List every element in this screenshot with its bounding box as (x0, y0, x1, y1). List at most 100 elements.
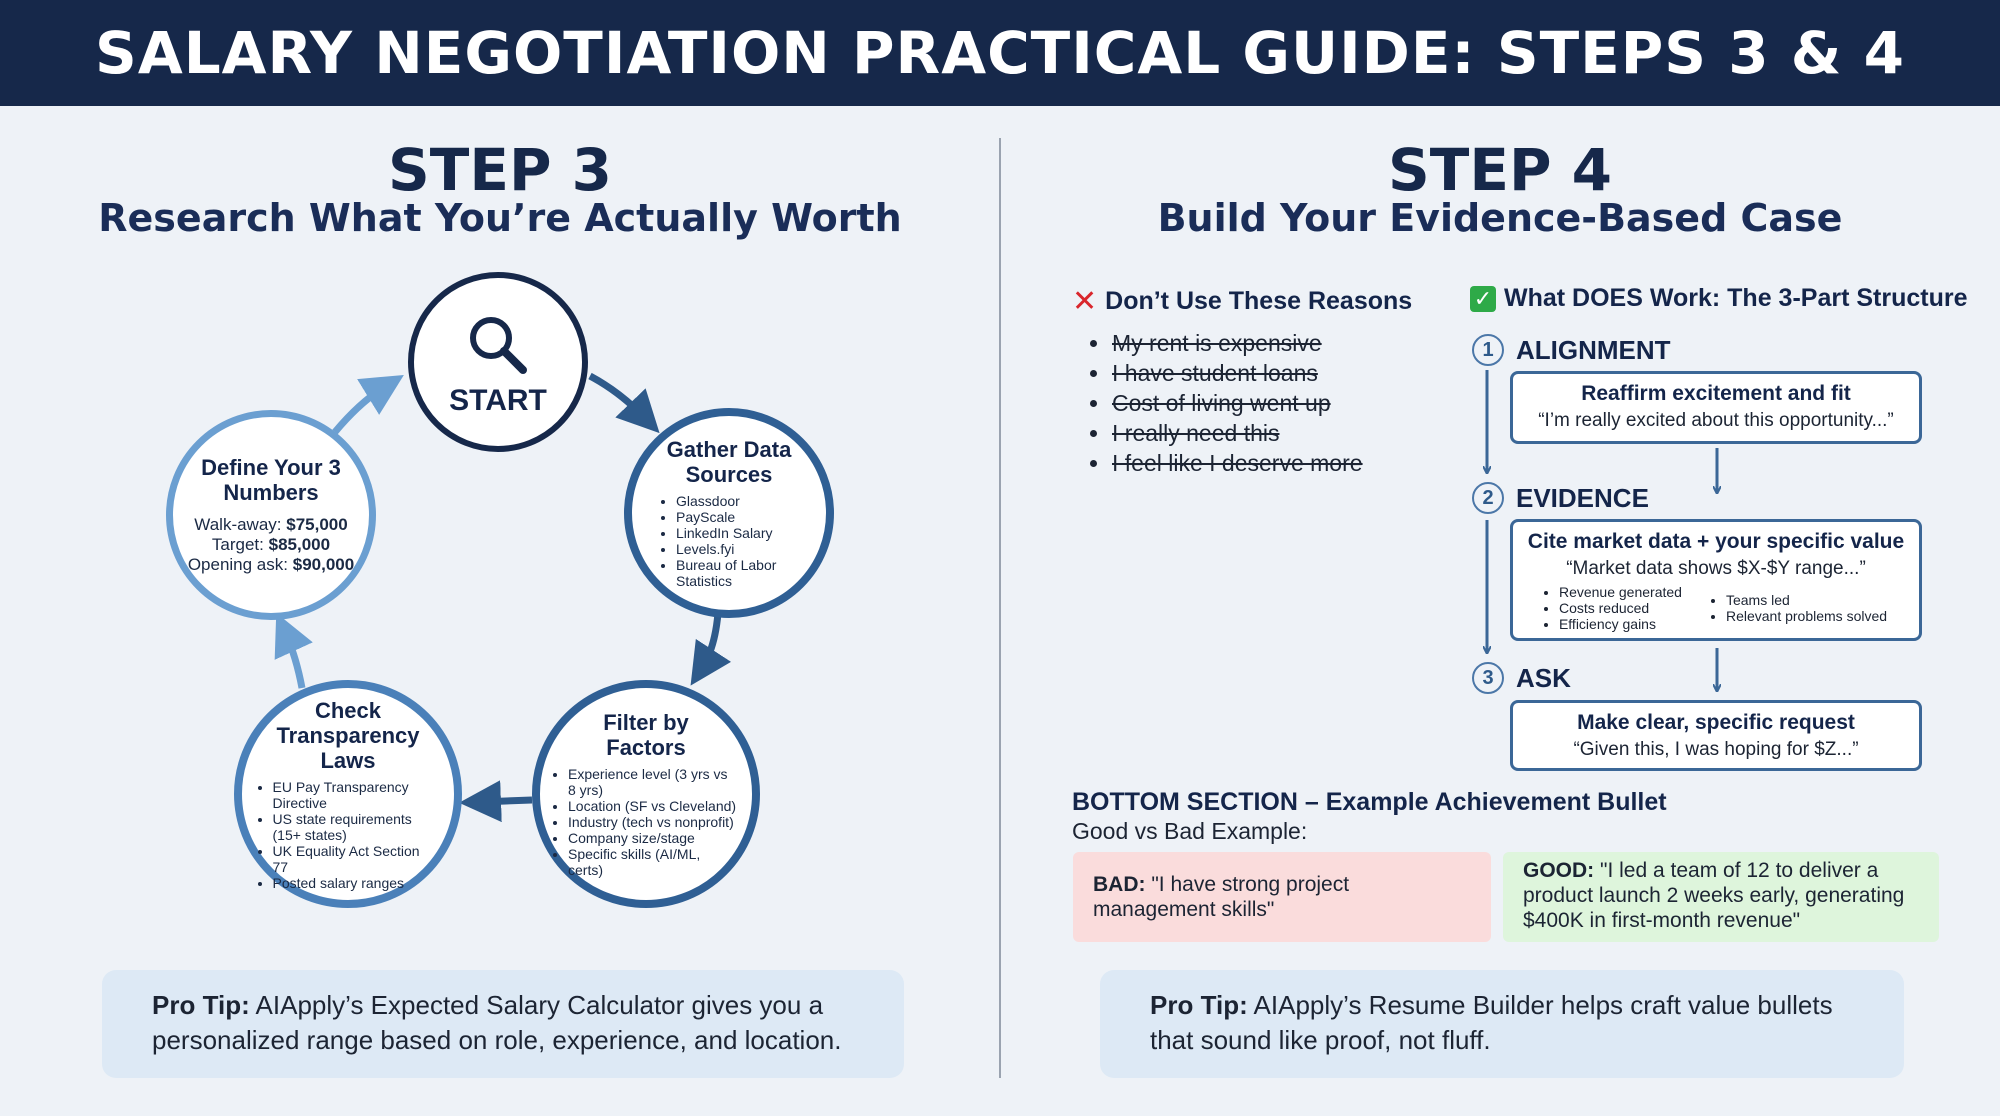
start-node: START (408, 272, 588, 452)
dont-list: My rent is expensive I have student loan… (1072, 328, 1363, 478)
step4-tip-label: Pro Tip: (1150, 990, 1248, 1020)
good-example: GOOD: "I led a team of 12 to deliver a p… (1503, 852, 1939, 942)
dont-item: I have student loans (1090, 358, 1363, 388)
bad-example: BAD: "I have strong project management s… (1073, 852, 1491, 942)
gather-item: LinkedIn Salary (676, 525, 796, 541)
arrow-define-to-start (332, 374, 404, 435)
dont-item: Cost of living went up (1090, 388, 1363, 418)
check-mark-icon: ✓ (1470, 285, 1496, 312)
step4-tip-text: AIApply’s Resume Builder helps craft val… (1150, 990, 1833, 1055)
gather-item: Levels.fyi (676, 541, 796, 557)
good-label: GOOD: (1523, 859, 1595, 882)
step3-tip-text: AIApply’s Expected Salary Calculator giv… (152, 990, 842, 1055)
check-item: EU Pay Transparency Directive (273, 779, 438, 811)
arrow-gather-to-filter (690, 612, 732, 686)
gather-item: PayScale (676, 509, 796, 525)
bottom-section-title: BOTTOM SECTION – Example Achievement Bul… (1072, 788, 1667, 816)
define-numbers: Walk-away: $75,000 Target: $85,000 Openi… (188, 515, 354, 575)
x-mark-icon: ✕ (1072, 285, 1098, 318)
dont-item: I feel like I deserve more (1090, 448, 1363, 478)
gather-list: Glassdoor PayScale LinkedIn Salary Level… (662, 493, 796, 589)
dont-heading-text: Don’t Use These Reasons (1105, 287, 1413, 315)
evidence-item: Efficiency gains (1559, 616, 1682, 632)
part-label-text: ASK (1516, 662, 1571, 693)
bottom-section-subtitle: Good vs Bad Example: (1072, 818, 1308, 844)
evidence-title: Cite market data + your specific value (1527, 530, 1905, 553)
part-label-text: ALIGNMENT (1516, 334, 1671, 365)
filter-item: Industry (tech vs nonprofit) (568, 814, 738, 830)
page-title: SALARY NEGOTIATION PRACTICAL GUIDE: STEP… (95, 19, 1905, 87)
define-title: Define Your 3 Numbers (201, 455, 341, 505)
step4-number: STEP 4 (1387, 136, 1612, 204)
dont-item: My rent is expensive (1090, 328, 1363, 358)
check-title: Check Transparency Laws (276, 697, 420, 773)
cycle-arrows (274, 372, 732, 823)
filter-node: Filter by Factors Experience level (3 yr… (532, 680, 760, 908)
alignment-quote: “I’m really excited about this opportuni… (1538, 410, 1894, 431)
part-ask-label: 3 ASK (1472, 662, 1571, 694)
check-node: Check Transparency Laws EU Pay Transpare… (234, 680, 462, 908)
opening-value: $90,000 (292, 555, 355, 574)
search-icon (470, 317, 527, 374)
step3-number: STEP 3 (387, 136, 612, 204)
target-value: $85,000 (268, 535, 331, 554)
arrow-filter-to-check (459, 780, 533, 823)
define-node: Define Your 3 Numbers Walk-away: $75,000… (166, 410, 376, 620)
dont-item-text: I feel like I deserve more (1112, 450, 1363, 476)
filter-item: Specific skills (AI/ML, certs) (568, 846, 738, 878)
step4-pro-tip: Pro Tip: AIApply’s Resume Builder helps … (1100, 970, 1904, 1078)
step4-subtitle: Build Your Evidence-Based Case (1157, 196, 1843, 240)
evidence-box: Cite market data + your specific value “… (1510, 519, 1922, 641)
filter-item: Company size/stage (568, 830, 738, 846)
step3-tip-label: Pro Tip: (152, 990, 250, 1020)
step3-pro-tip: Pro Tip: AIApply’s Expected Salary Calcu… (102, 970, 904, 1078)
dont-item-text: Cost of living went up (1112, 390, 1331, 416)
check-item: Posted salary ranges (273, 875, 438, 891)
dont-heading: ✕ Don’t Use These Reasons (1072, 284, 1412, 319)
filter-list: Experience level (3 yrs vs 8 yrs) Locati… (554, 766, 738, 878)
bad-text: "I have strong project management skills… (1093, 873, 1350, 921)
bad-label: BAD: (1093, 873, 1146, 896)
start-label: START (449, 384, 547, 417)
part-label-text: EVIDENCE (1516, 482, 1649, 513)
evidence-quote: “Market data shows $X-$Y range...” (1566, 558, 1866, 579)
works-heading-text: What DOES Work: The 3-Part Structure (1504, 284, 1968, 312)
arrow-start-to-gather (588, 372, 660, 434)
target-label: Target: (211, 535, 264, 554)
dont-item: I really need this (1090, 418, 1363, 448)
gather-node: Gather Data Sources Glassdoor PayScale L… (624, 408, 834, 618)
evidence-lists: Revenue generated Costs reduced Efficien… (1513, 584, 1919, 632)
evidence-item: Revenue generated (1559, 584, 1682, 600)
evidence-item: Teams led (1726, 592, 1887, 608)
gather-item: Bureau of Labor Statistics (676, 557, 796, 589)
header-bar: SALARY NEGOTIATION PRACTICAL GUIDE: STEP… (0, 0, 2000, 106)
evidence-list-b: Teams led Relevant problems solved (1712, 592, 1887, 632)
check-list: EU Pay Transparency Directive US state r… (259, 779, 438, 891)
evidence-list-a: Revenue generated Costs reduced Efficien… (1545, 584, 1682, 632)
walkaway-value: $75,000 (286, 515, 348, 534)
opening-label: Opening ask: (187, 555, 288, 574)
filter-item: Location (SF vs Cleveland) (568, 798, 738, 814)
arrow-check-to-define (274, 612, 313, 689)
part-number-badge: 1 (1472, 334, 1504, 366)
gather-title: Gather Data Sources (666, 437, 792, 487)
column-divider (999, 138, 1001, 1078)
filter-item: Experience level (3 yrs vs 8 yrs) (568, 766, 738, 798)
step3-subtitle: Research What You’re Actually Worth (98, 196, 902, 240)
part-number-badge: 2 (1472, 482, 1504, 514)
part-evidence-label: 2 EVIDENCE (1472, 482, 1649, 514)
dont-item-text: I have student loans (1112, 360, 1318, 386)
ask-quote: “Given this, I was hoping for $Z...” (1573, 739, 1859, 760)
part-alignment-label: 1 ALIGNMENT (1472, 334, 1671, 366)
gather-item: Glassdoor (676, 493, 796, 509)
walkaway-label: Walk-away: (194, 515, 282, 534)
filter-title: Filter by Factors (603, 710, 689, 760)
part-number-badge: 3 (1472, 662, 1504, 694)
alignment-box: Reaffirm excitement and fit “I’m really … (1510, 371, 1922, 444)
good-text: "I led a team of 12 to deliver a product… (1523, 859, 1905, 932)
dont-item-text: I really need this (1112, 420, 1280, 446)
works-heading: ✓ What DOES Work: The 3-Part Structure (1470, 284, 1968, 313)
evidence-item: Costs reduced (1559, 600, 1682, 616)
check-item: US state requirements (15+ states) (273, 811, 438, 843)
